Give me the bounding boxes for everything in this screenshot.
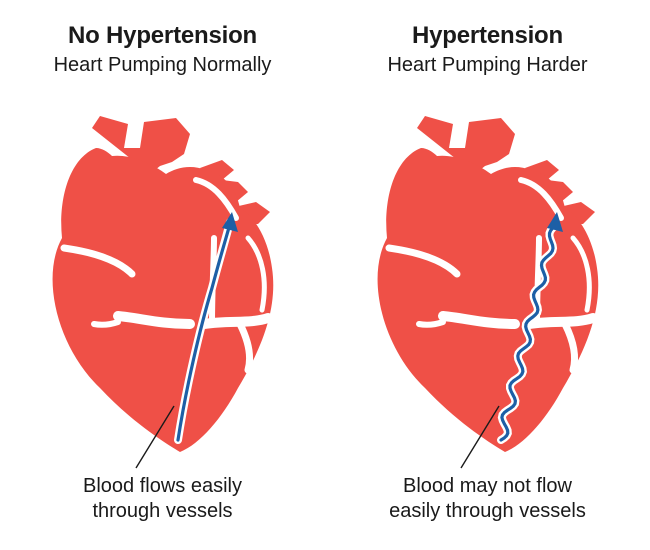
panel-subtitle: Heart Pumping Harder (387, 54, 588, 76)
hypertension-heart-illustration (377, 116, 599, 469)
normal-heart-illustration (52, 116, 274, 469)
panel-title: Hypertension (412, 22, 563, 49)
panel-caption: Blood flows easily through vessels (0, 474, 325, 524)
heart-icon (377, 116, 599, 452)
flow-arrow-icon (222, 212, 238, 232)
caption-line-1: Blood may not flow (403, 475, 572, 497)
panel-hypertension: Hypertension Heart Pumping Harder Blood … (325, 0, 650, 550)
panel-caption: Blood may not flow easily through vessel… (325, 474, 650, 524)
caption-line-2: easily through vessels (389, 500, 586, 522)
blood-vessel-wavy (497, 212, 563, 444)
flow-arrow-icon (547, 212, 563, 232)
panel-title: No Hypertension (67, 22, 258, 49)
leader-line (135, 405, 175, 469)
caption-line-1: Blood flows easily (83, 475, 242, 497)
panel-subtitle: Heart Pumping Normally (53, 54, 272, 76)
blood-vessel-smooth (174, 212, 238, 444)
panel-no-hypertension: No Hypertension Heart Pumping Normally (0, 22, 325, 524)
caption-line-2: through vessels (92, 500, 233, 522)
heart-icon (52, 116, 274, 452)
leader-line (460, 405, 500, 469)
